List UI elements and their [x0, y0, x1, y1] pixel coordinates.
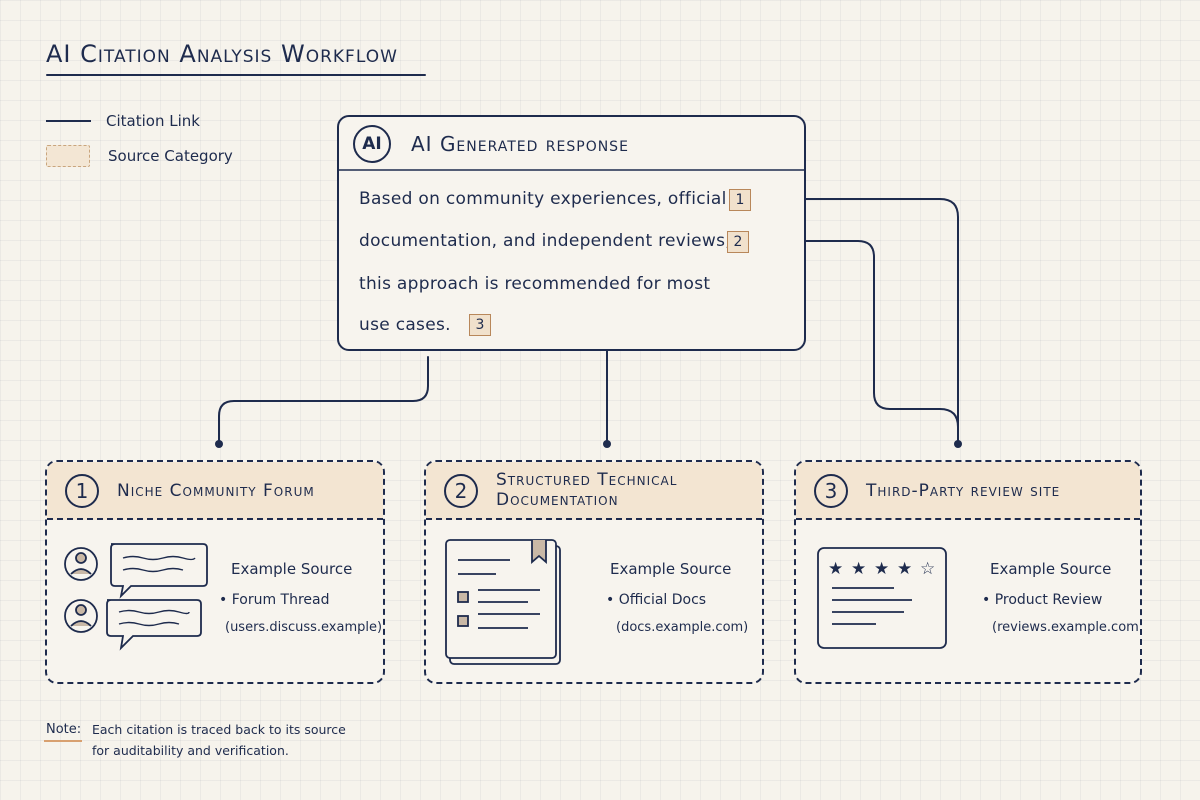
source-number-2: 2 [444, 474, 478, 508]
review-icon: ★ ★ ★ ★ ☆ [817, 547, 947, 649]
star-filled-icon: ★ [874, 559, 889, 579]
note-underline [44, 740, 82, 742]
response-line-4: use cases. [359, 315, 451, 335]
example-source-label-review: Example Source [990, 560, 1112, 578]
note-line-1: Each citation is traced back to its sour… [92, 722, 346, 737]
card-header-review: 3 Third-Party review site [796, 462, 1140, 520]
source-card-docs: 2 Structured Technical Documentation Exa… [424, 460, 764, 684]
source-number-3: 3 [814, 474, 848, 508]
example-item-docs: • Official Docs [606, 592, 707, 608]
source-title-docs-line1: Structured Technical [496, 470, 678, 490]
diagram-title: AI Citation Analysis Workflow [46, 40, 398, 68]
citation-marker-3[interactable]: 3 [469, 314, 491, 336]
response-line-3: this approach is recommended for most [359, 274, 711, 294]
note-line-2: for auditability and verification. [92, 743, 289, 758]
example-source-label-docs: Example Source [610, 560, 732, 578]
source-title-docs: Structured Technical Documentation [496, 470, 677, 510]
example-item-review: • Product Review [982, 592, 1103, 608]
example-url-docs[interactable]: (docs.example.com) [616, 620, 749, 635]
source-title-docs-line2: Documentation [496, 490, 619, 510]
endpoint-docs [603, 440, 611, 448]
legend-label-citation-link: Citation Link [106, 112, 200, 130]
ai-response-title: AI Generated response [411, 132, 629, 156]
ai-header-divider [339, 169, 804, 171]
citation-marker-2[interactable]: 2 [727, 231, 749, 253]
citation-marker-1[interactable]: 1 [729, 189, 751, 211]
star-empty-icon: ☆ [920, 559, 935, 579]
legend-source-category: Source Category [46, 145, 233, 167]
card-header-forum: 1 Niche Community Forum [47, 462, 383, 520]
ai-badge: AI [353, 125, 391, 163]
note-label: Note: [46, 722, 82, 737]
response-line-1: Based on community experiences, official [359, 189, 727, 209]
example-url-review[interactable]: (reviews.example.com) [992, 620, 1142, 635]
endpoint-review [954, 440, 962, 448]
source-title-forum: Niche Community Forum [117, 481, 315, 501]
citation-link-1 [766, 198, 959, 445]
source-card-forum: 1 Niche Community Forum Example Source •… [45, 460, 385, 684]
source-category-swatch [46, 145, 90, 167]
star-filled-icon: ★ [851, 559, 866, 579]
card-header-docs: 2 Structured Technical Documentation [426, 462, 762, 520]
rating-stars: ★ ★ ★ ★ ☆ [828, 559, 935, 579]
ai-response-header: AI AI Generated response [353, 125, 629, 163]
citation-link-2 [764, 240, 959, 428]
response-line-2: documentation, and independent reviews, [359, 231, 731, 251]
forum-connector [218, 356, 429, 445]
example-source-label-forum: Example Source [231, 560, 353, 578]
source-title-review: Third-Party review site [866, 481, 1061, 501]
source-card-review: 3 Third-Party review site ★ ★ ★ ★ ☆ Example … [794, 460, 1142, 684]
star-filled-icon: ★ [897, 559, 912, 579]
example-item-forum: • Forum Thread [219, 592, 330, 608]
document-icon [445, 539, 561, 665]
endpoint-forum [215, 440, 223, 448]
ai-response-box: AI AI Generated response Based on commun… [337, 115, 806, 351]
citation-link-swatch [46, 120, 91, 122]
legend-citation-link: Citation Link [46, 112, 200, 130]
legend-label-source-category: Source Category [108, 147, 233, 165]
forum-icon [64, 543, 208, 651]
title-underline [46, 74, 426, 76]
example-url-forum[interactable]: (users.discuss.example) [225, 620, 383, 635]
star-filled-icon: ★ [828, 559, 843, 579]
source-number-1: 1 [65, 474, 99, 508]
